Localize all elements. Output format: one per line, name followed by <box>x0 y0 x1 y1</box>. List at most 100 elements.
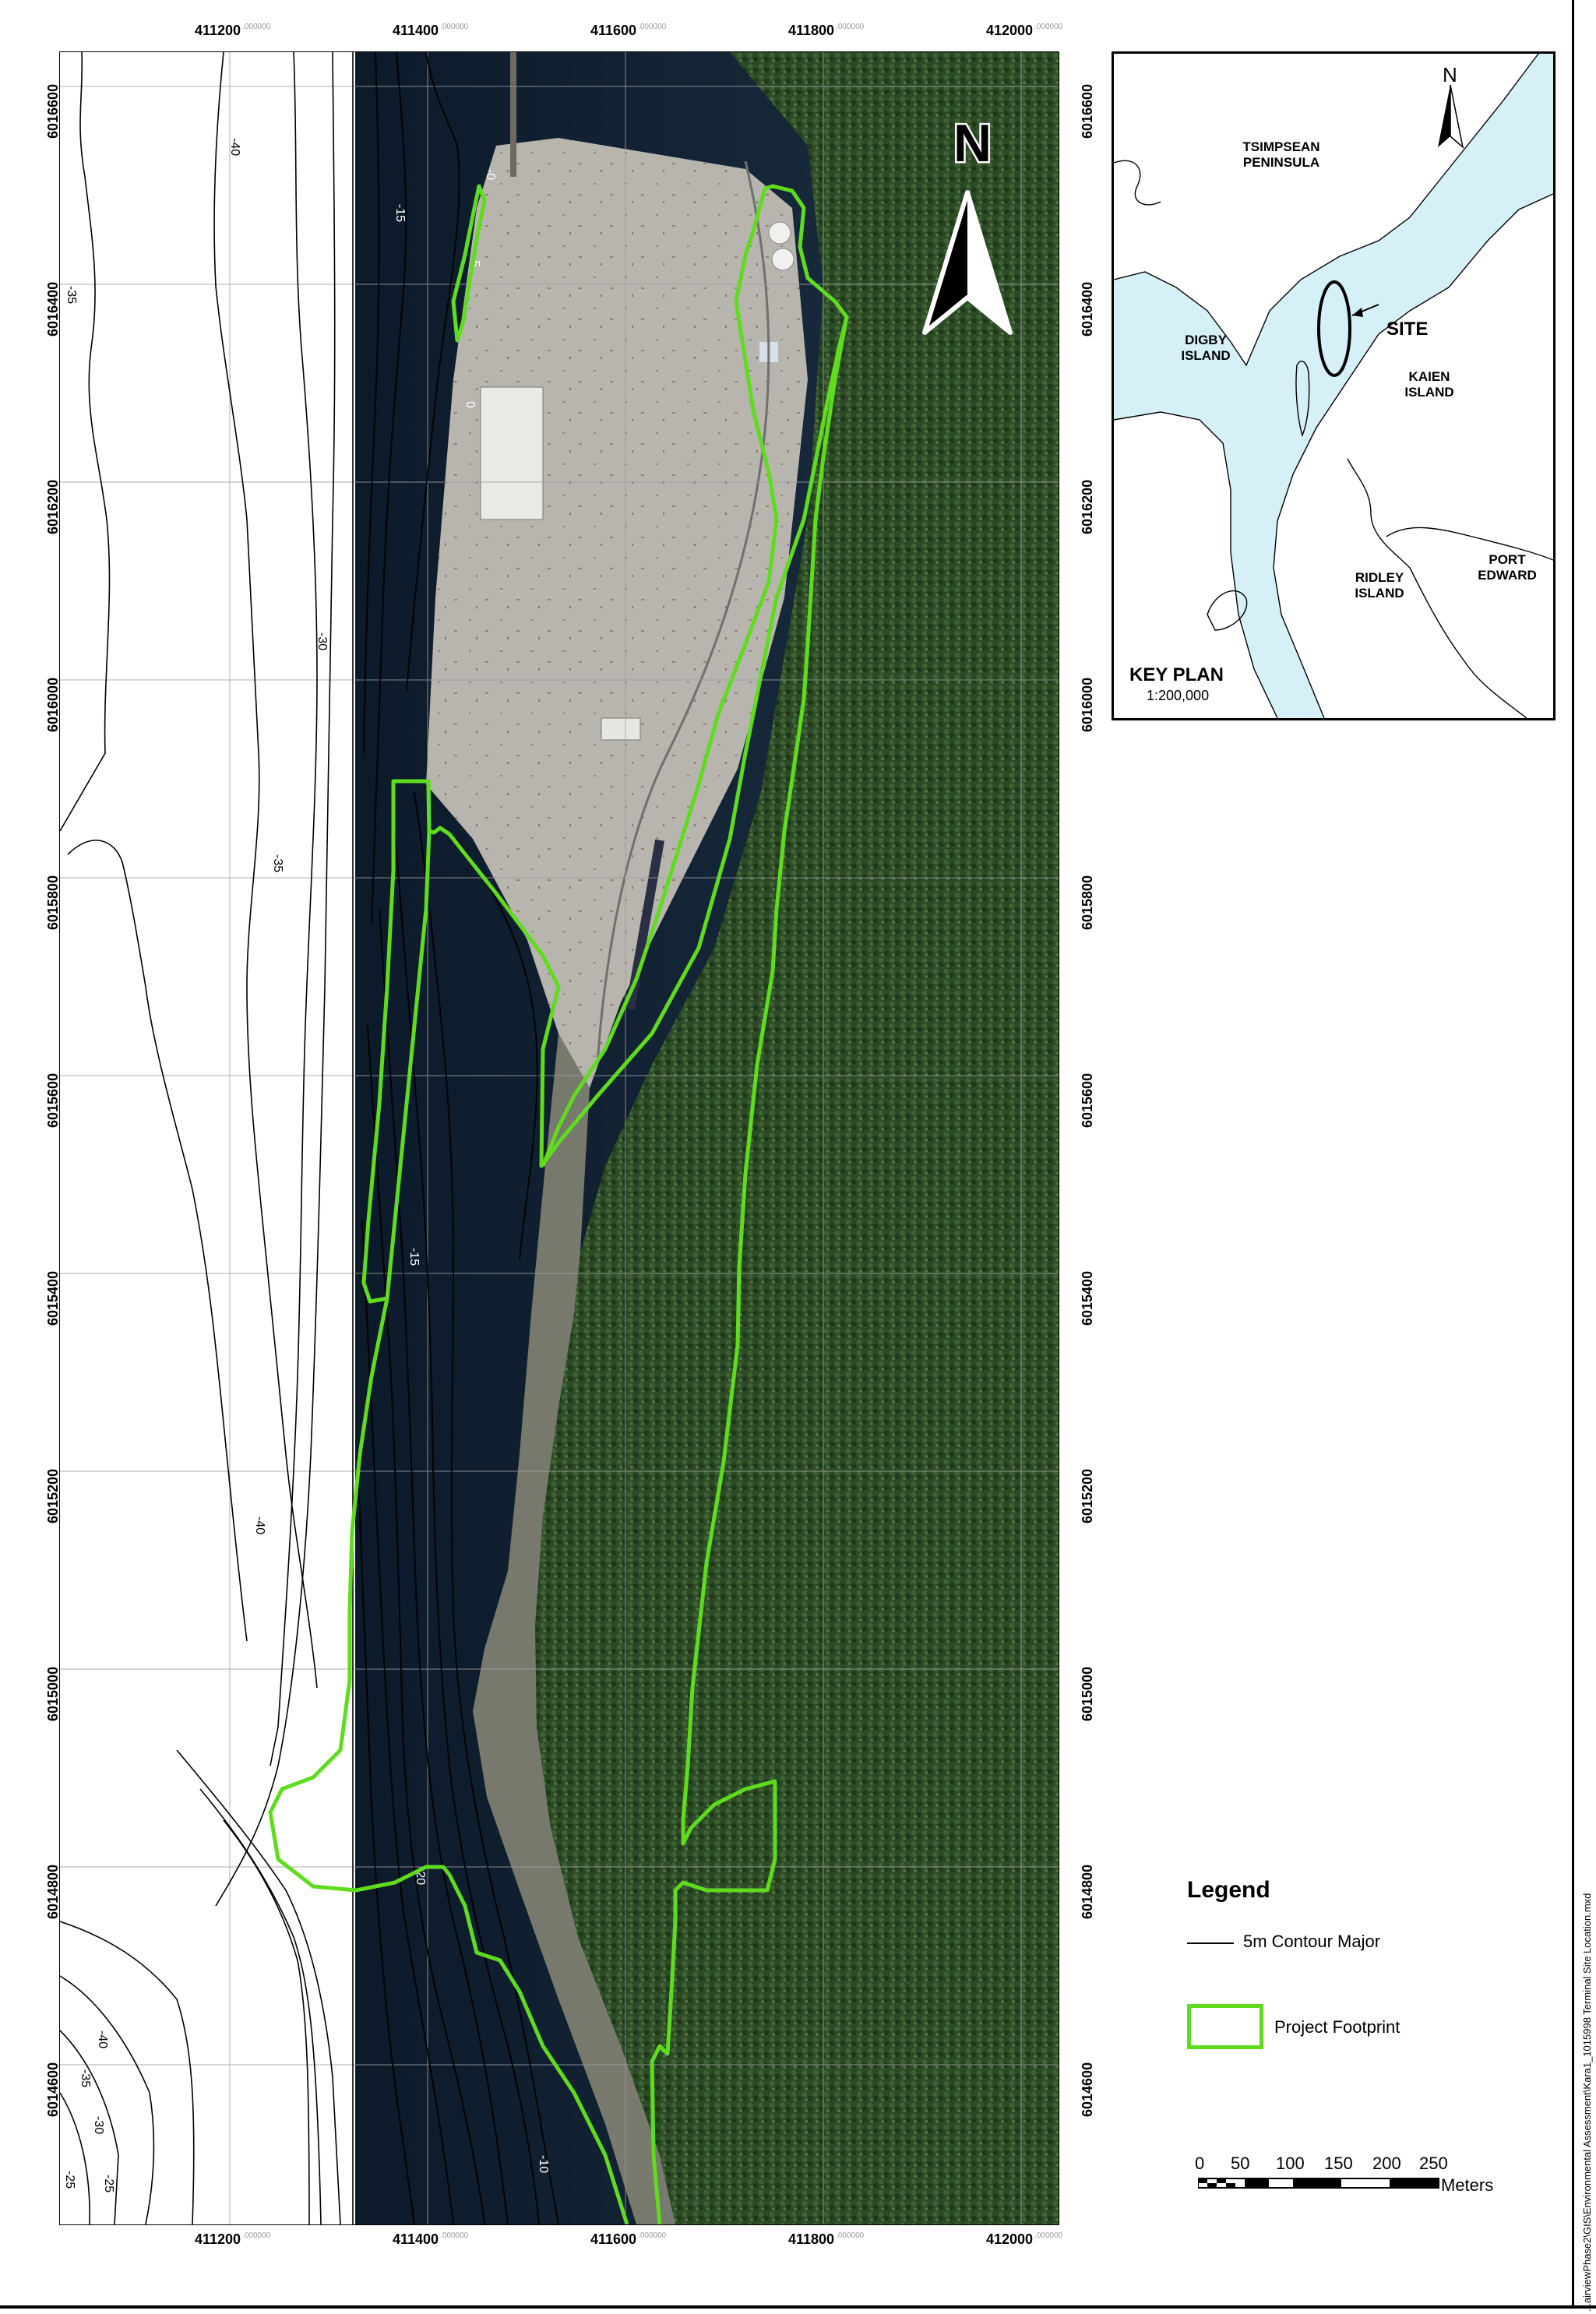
footprint-marine-lower <box>268 1298 629 2224</box>
y-tick-label: 6016200 <box>45 479 61 534</box>
y-tick-label: 6015600 <box>45 1072 61 1128</box>
site-ellipse <box>1317 280 1351 377</box>
y-tick-label: 6015000 <box>45 1666 61 1721</box>
contour-label: -40 <box>96 2030 109 2048</box>
y-tick-label: 6015800 <box>1080 875 1095 930</box>
wharf <box>510 52 516 177</box>
y-tick-label: 6016600 <box>1080 83 1095 139</box>
contour-label-group: -40 -35 -30 -35 -40 -40 -35 -30 -25 -25 <box>63 138 329 2192</box>
key-plan-title: KEY PLAN <box>1129 664 1224 685</box>
y-tick-label: 6015400 <box>45 1270 61 1326</box>
contour-label: -25 <box>63 2171 76 2189</box>
scale-label: 100 <box>1276 2154 1305 2173</box>
scale-label: 150 <box>1324 2154 1353 2173</box>
footprint-main <box>426 184 849 1168</box>
scale-label: 50 <box>1231 2154 1250 2173</box>
key-plan-coastlines <box>1114 54 1553 718</box>
shed <box>601 717 641 741</box>
scale-label: 0 <box>1195 2154 1205 2173</box>
x-tick-label: 411400.000000 <box>393 23 469 38</box>
key-plan-water <box>1114 54 1553 718</box>
y-tick-label: 6016200 <box>1080 479 1095 534</box>
project-footprint <box>268 184 849 2224</box>
legend-title: Legend <box>1187 1877 1270 1903</box>
label-port-edward: PORT EDWARD <box>1478 552 1537 583</box>
y-tick-label: 6016000 <box>1080 677 1095 732</box>
key-plan: N TSIMPSEAN PENINSULA DIGBY ISLAND KAIEN… <box>1112 51 1555 720</box>
main-north-arrow: N <box>913 112 1022 348</box>
main-map: -40 -35 -30 -35 -40 -40 -35 -30 -25 -25 … <box>60 52 1059 2224</box>
y-axis-right: 6016600 6016400 6016200 6016000 6015800 … <box>1059 0 1106 2314</box>
footprint-road <box>650 316 849 2224</box>
x-axis-top: 411200.000000 411400.000000 411600.00000… <box>0 23 1122 42</box>
contour-label: -40 <box>253 1516 266 1534</box>
legend-footprint-swatch <box>1187 2004 1263 2049</box>
label-digby: DIGBY ISLAND <box>1181 333 1231 364</box>
page-right-border <box>1572 0 1574 2309</box>
y-tick-label: 6015200 <box>45 1468 61 1523</box>
x-axis-bottom: 411200.000000 411400.000000 411600.00000… <box>0 2232 1122 2251</box>
legend-footprint-label: Project Footprint <box>1274 2017 1400 2037</box>
key-plan-scale: 1:200,000 <box>1147 688 1210 703</box>
x-tick-label: 411400.000000 <box>393 2231 469 2247</box>
page-bottom-border <box>0 2305 1596 2309</box>
label-site: SITE <box>1386 319 1429 340</box>
legend: Legend 5m Contour Major Project Footprin… <box>1187 1877 1514 2064</box>
footprint-north-wharf <box>451 184 487 343</box>
contour-label: -25 <box>102 2175 115 2192</box>
contour-label: -30 <box>92 2116 105 2134</box>
label-ridley: RIDLEY ISLAND <box>1355 570 1404 601</box>
contour-label: -0 <box>484 169 497 180</box>
tank-2 <box>771 248 794 271</box>
label-tsimpsean: TSIMPSEAN PENINSULA <box>1242 139 1320 171</box>
main-map-frame: -40 -35 -30 -35 -40 -40 -35 -30 -25 -25 … <box>59 51 1059 2225</box>
y-tick-label: 6016400 <box>1080 281 1095 336</box>
scale-bar-graphic <box>1198 2178 1439 2189</box>
scale-unit: Meters <box>1441 2175 1494 2195</box>
x-tick-label: 411600.000000 <box>590 2231 667 2247</box>
tank-1 <box>768 221 791 245</box>
contour-label: -35 <box>79 2069 92 2087</box>
bathymetry-area <box>60 52 355 2224</box>
x-tick-label: 411800.000000 <box>788 2231 865 2247</box>
legend-contour-swatch <box>1187 1942 1234 1944</box>
intertidal-beach <box>473 1034 675 2224</box>
y-tick-label: 6016000 <box>45 677 61 732</box>
y-tick-label: 6014800 <box>45 1864 61 1919</box>
contour-label: 0 <box>463 401 477 408</box>
scale-label: 250 <box>1419 2154 1448 2173</box>
contour-label: -15 <box>407 1248 421 1266</box>
x-tick-label: 411800.000000 <box>788 23 865 38</box>
contour-label: -35 <box>65 286 78 304</box>
coordinate-grid <box>60 52 1059 2224</box>
y-tick-label: 6016600 <box>45 83 61 139</box>
file-path-text: ...airviewPhase2\GIS\Environmental Asses… <box>1581 1893 1593 2312</box>
contour-label: -30 <box>315 632 329 650</box>
scale-label: 200 <box>1372 2154 1401 2173</box>
main-north-label: N <box>953 114 992 173</box>
y-tick-label: 6016400 <box>45 281 61 336</box>
forest-land <box>535 52 1059 2224</box>
y-tick-label: 6015400 <box>1080 1270 1095 1326</box>
x-tick-label: 412000.000000 <box>986 2231 1063 2247</box>
contour-label: -10 <box>537 2155 550 2173</box>
y-tick-label: 6015800 <box>45 875 61 930</box>
y-tick-label: 6015200 <box>1080 1468 1095 1523</box>
y-tick-label: 6014600 <box>1080 2062 1095 2117</box>
contour-label: -35 <box>271 854 284 872</box>
y-tick-label: 6014800 <box>1080 1864 1095 1919</box>
y-tick-label: 6014600 <box>45 2062 61 2117</box>
contour-label: -15 <box>393 204 407 222</box>
rail-line <box>596 160 770 1065</box>
x-tick-label: 411600.000000 <box>590 23 667 38</box>
x-tick-label: 411200.000000 <box>195 23 271 38</box>
scale-bar: 0 50 100 150 200 250 Meters <box>1192 2154 1558 2200</box>
legend-contour-label: 5m Contour Major <box>1243 1932 1381 1951</box>
key-plan-map: N <box>1114 54 1553 718</box>
key-north-label: N <box>1443 63 1457 86</box>
y-tick-label: 6015600 <box>1080 1072 1095 1128</box>
x-tick-label: 412000.000000 <box>986 23 1063 38</box>
label-kaien: KAIEN ISLAND <box>1404 369 1454 400</box>
terminal-yard <box>426 138 808 1088</box>
x-tick-label: 411200.000000 <box>195 2231 271 2247</box>
